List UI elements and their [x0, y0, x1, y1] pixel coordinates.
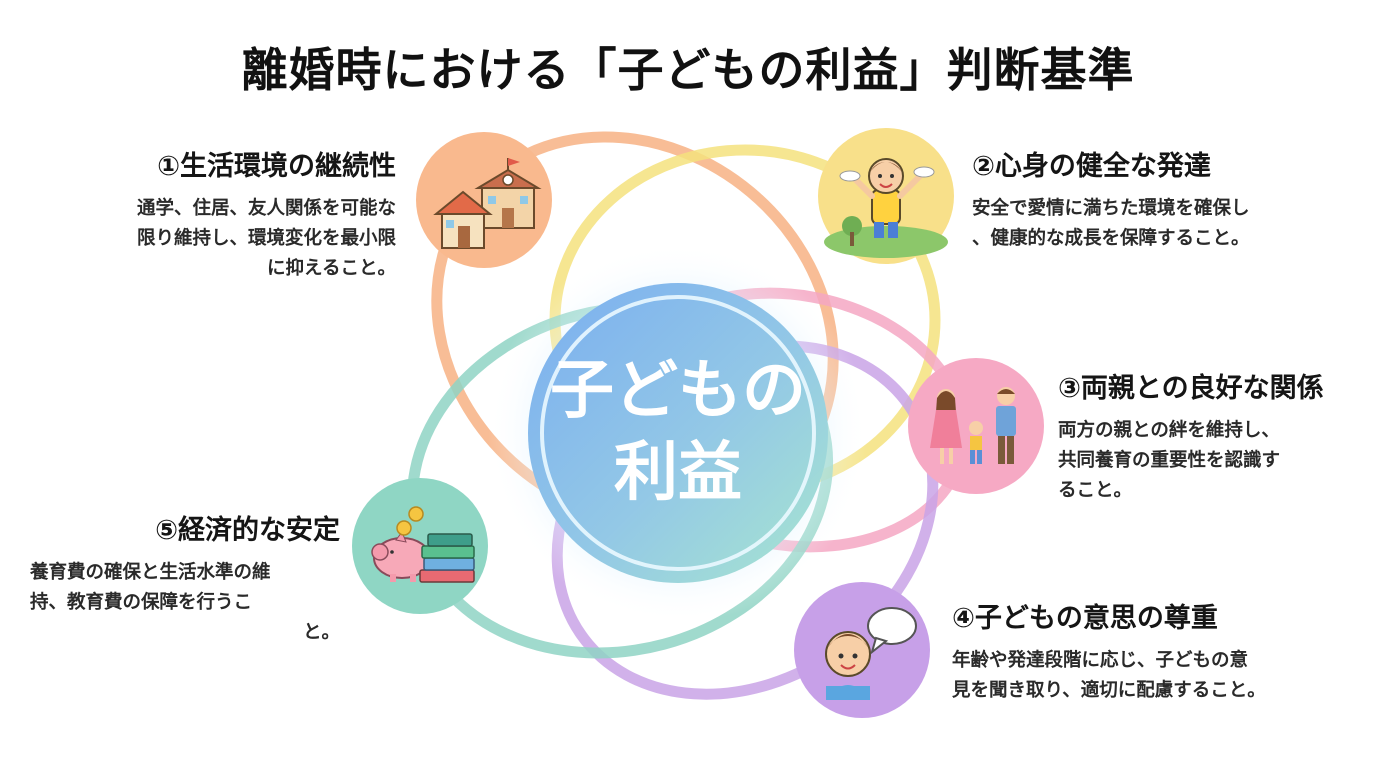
house-school-icon [416, 132, 552, 268]
criterion-4: ④子どもの意思の尊重 年齢や発達段階に応じ、子どもの意 見を聞き取り、適切に配慮… [952, 602, 1352, 706]
happy-child-icon [818, 128, 954, 264]
criterion-4-heading: ④子どもの意思の尊重 [952, 603, 1218, 634]
criterion-3-heading: ③両親との良好な関係 [1058, 373, 1324, 404]
piggybank-books-icon [352, 478, 488, 614]
criterion-5-body: 養育費の確保と生活水準の維 持、教育費の保障を行うこ と。 [30, 562, 340, 643]
criterion-1: ①生活環境の継続性 通学、住居、友人関係を可能な 限り維持し、環境変化を最小限 … [40, 150, 396, 284]
criterion-2: ②心身の健全な発達 安全で愛情に満ちた環境を確保し 、健康的な成長を保障すること… [972, 150, 1352, 254]
center-text-line2: 利益 [614, 436, 742, 510]
page-title: 離婚時における「子どもの利益」判断基準 [241, 43, 1135, 97]
criterion-4-body: 年齢や発達段階に応じ、子どもの意 見を聞き取り、適切に配慮すること。 [952, 650, 1266, 701]
criterion-5: ⑤経済的な安定 養育費の確保と生活水準の維 持、教育費の保障を行うこ と。 [30, 514, 340, 648]
center-circle [528, 283, 828, 583]
child-speech-icon [794, 582, 930, 718]
criterion-3: ③両親との良好な関係 両方の親との絆を維持し、 共同養育の重要性を認識す ること… [1058, 372, 1368, 506]
criterion-1-body: 通学、住居、友人関係を可能な 限り維持し、環境変化を最小限 に抑えること。 [136, 198, 396, 279]
criterion-5-heading: ⑤経済的な安定 [155, 515, 340, 546]
criterion-2-heading: ②心身の健全な発達 [972, 151, 1211, 182]
center-text-line1: 子どもの [550, 354, 806, 428]
center-inner-ring [540, 295, 816, 571]
criterion-1-heading: ①生活環境の継続性 [157, 151, 396, 182]
family-icon [908, 358, 1044, 494]
criterion-2-body: 安全で愛情に満ちた環境を確保し 、健康的な成長を保障すること。 [972, 198, 1250, 249]
criterion-3-body: 両方の親との絆を維持し、 共同養育の重要性を認識す ること。 [1058, 420, 1281, 501]
